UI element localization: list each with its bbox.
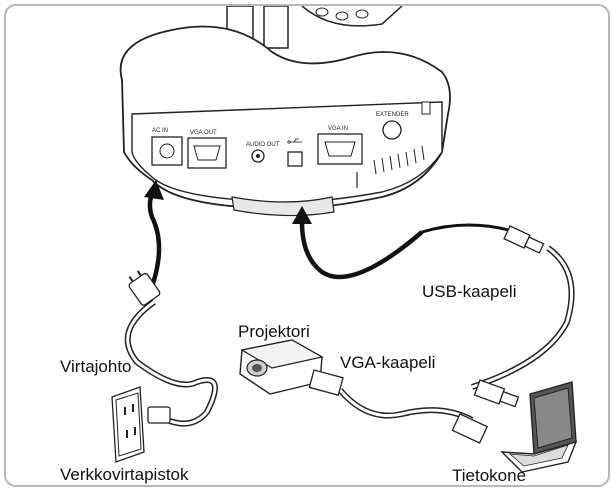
connection-diagram: AC IN VGA OUT AUDIO OUT VGA IN EXTENDER [111, 6, 578, 473]
power-cord-label: Virtajohto [60, 357, 132, 376]
wall-outlet-label: Verkkovirtapistok [60, 465, 189, 484]
computer-label: Tietokone [452, 466, 527, 485]
document-camera: AC IN VGA OUT AUDIO OUT VGA IN EXTENDER [119, 6, 451, 217]
power-plug-icon [128, 270, 161, 306]
usb-cable-label: USB-kaapeli [422, 282, 517, 301]
port-vga-in: VGA IN [328, 126, 348, 132]
vga-cable [308, 369, 489, 444]
power-cord [124, 270, 218, 427]
port-ac-in: AC IN [152, 128, 168, 134]
projector-label: Projektori [238, 322, 310, 341]
laptop-icon [500, 381, 578, 473]
usb-icon [287, 138, 302, 144]
wall-outlet-icon [111, 386, 145, 463]
port-extender: EXTENDER [376, 112, 409, 118]
arrow-icon [144, 180, 424, 293]
projector-icon [239, 339, 324, 395]
port-audio-out: AUDIO OUT [246, 142, 280, 148]
vga-cable-label: VGA-kaapeli [340, 353, 436, 372]
port-vga-out: VGA OUT [190, 130, 217, 136]
diagram-frame: AC IN VGA OUT AUDIO OUT VGA IN EXTENDER [4, 4, 610, 487]
usb-cable [421, 223, 575, 408]
